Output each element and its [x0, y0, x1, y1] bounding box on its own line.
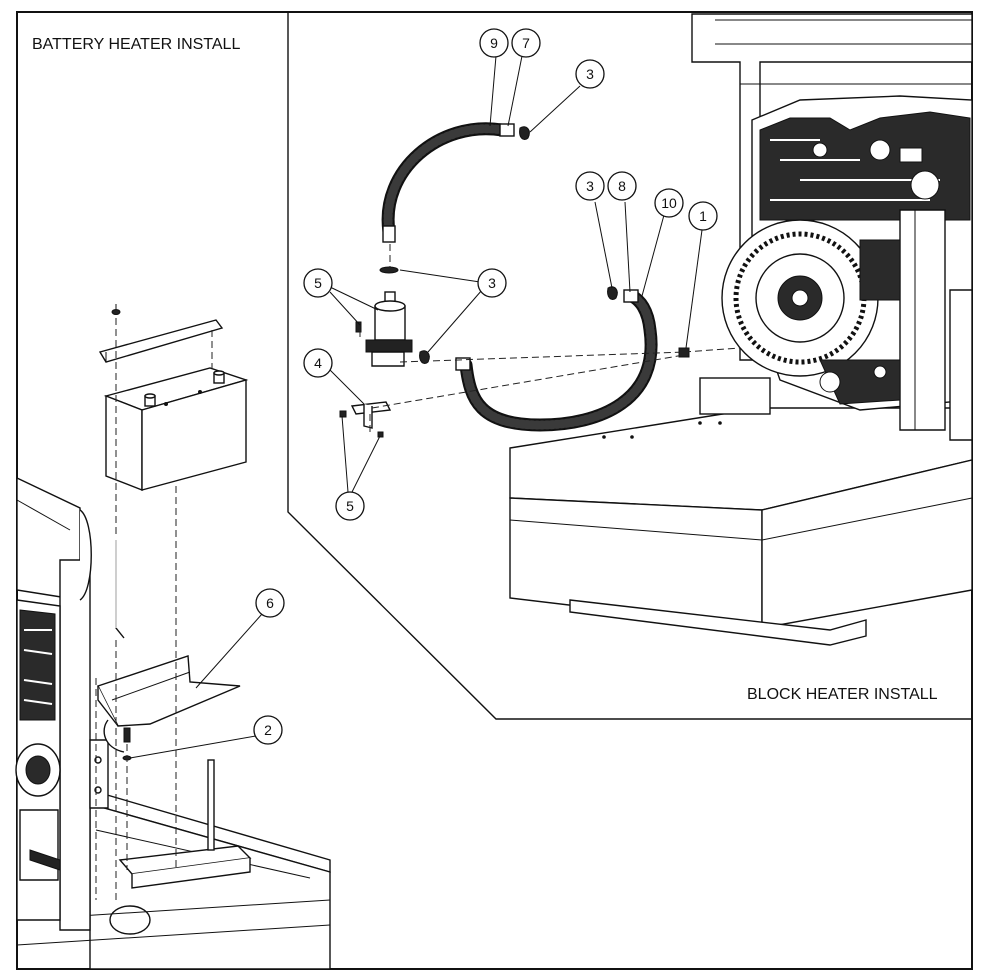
callout-1: 1 — [688, 201, 718, 231]
svg-text:8: 8 — [618, 178, 626, 194]
svg-text:10: 10 — [661, 195, 677, 211]
block-leader-lines — [329, 55, 703, 493]
mounting-bracket — [339, 401, 392, 438]
callout-6: 6 — [255, 588, 285, 618]
battery-tray-lower — [16, 759, 331, 970]
svg-text:2: 2 — [264, 722, 272, 738]
hold-down-bar — [98, 304, 224, 363]
callout-8: 8 — [607, 171, 637, 201]
svg-text:5: 5 — [314, 275, 322, 291]
engine-assembly — [691, 13, 973, 441]
callout-9: 9 — [479, 28, 509, 58]
lower-hose — [455, 286, 658, 432]
battery-panel-title: BATTERY HEATER INSTALL — [32, 36, 240, 53]
svg-text:3: 3 — [586, 66, 594, 82]
svg-text:9: 9 — [490, 35, 498, 51]
svg-text:1: 1 — [699, 208, 707, 224]
svg-text:4: 4 — [314, 355, 322, 371]
battery — [103, 367, 249, 492]
battery-heater-pad — [97, 655, 241, 753]
callout-5-lower: 5 — [335, 491, 365, 521]
block-panel-title: BLOCK HEATER INSTALL — [747, 686, 938, 703]
block-heater-unit — [355, 266, 430, 367]
callout-3-top: 3 — [575, 59, 605, 89]
generator-base — [509, 407, 973, 646]
svg-text:5: 5 — [346, 498, 354, 514]
callout-3-mid: 3 — [575, 171, 605, 201]
block-assembly-lines — [359, 244, 741, 436]
svg-text:7: 7 — [522, 35, 530, 51]
callout-10: 10 — [654, 188, 684, 218]
battery-leader-lines — [129, 613, 263, 759]
callout-2: 2 — [253, 715, 283, 745]
callout-7: 7 — [511, 28, 541, 58]
block-panel-border — [287, 12, 972, 720]
svg-text:3: 3 — [586, 178, 594, 194]
battery-tie-rod — [115, 540, 125, 639]
generator-side-left — [15, 476, 109, 931]
callout-3-heater: 3 — [477, 268, 507, 298]
battery-assembly-lines — [95, 318, 213, 900]
callout-5-upper: 5 — [303, 268, 333, 298]
svg-text:3: 3 — [488, 275, 496, 291]
svg-text:6: 6 — [266, 595, 274, 611]
callout-4: 4 — [303, 348, 333, 378]
upper-hose — [381, 122, 530, 243]
